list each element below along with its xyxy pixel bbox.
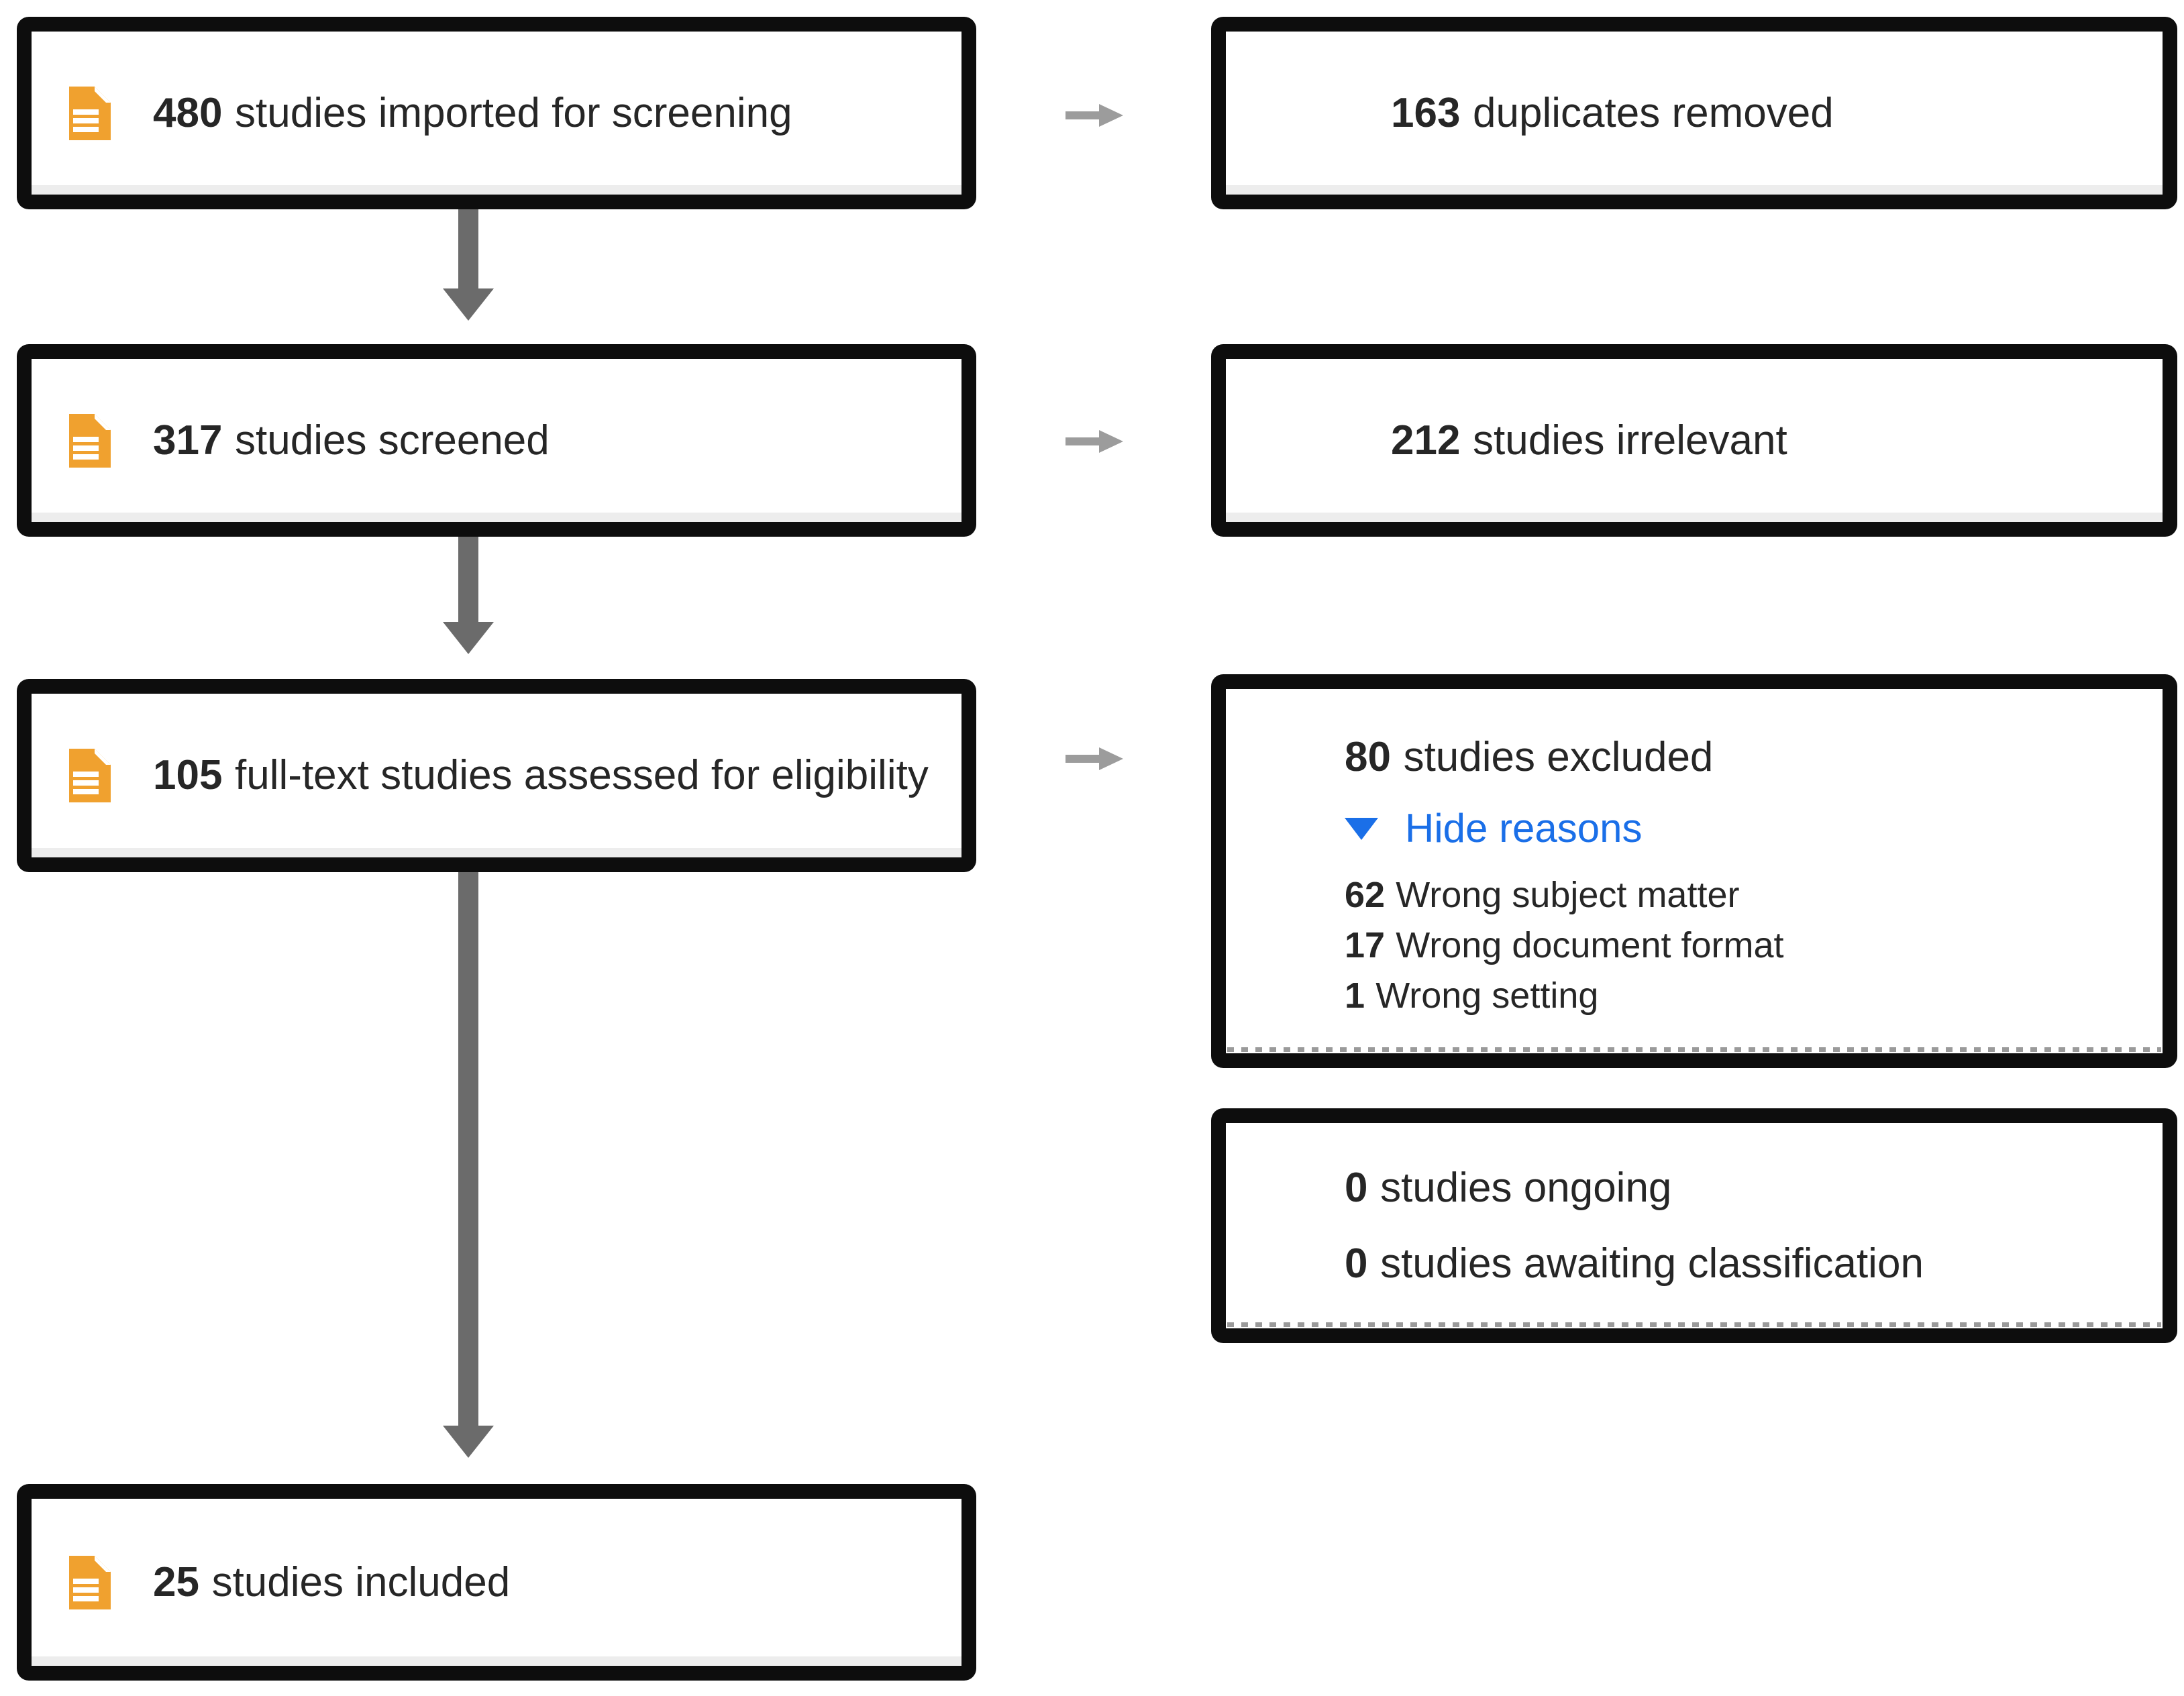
collapse-triangle-icon <box>1345 817 1378 840</box>
imported-studies-box: 480 studies imported for screening <box>17 17 976 209</box>
reason-count: 62 <box>1345 875 1386 915</box>
reason-text: Wrong setting <box>1375 975 1599 1016</box>
box-label: 25 studies included <box>153 1558 510 1606</box>
status-line: 0 studies ongoing <box>1345 1164 2163 1212</box>
study-count: 105 <box>153 752 223 799</box>
down-arrow-head <box>443 622 494 654</box>
right-arrow <box>1065 428 1123 455</box>
down-arrow-head <box>443 288 494 321</box>
down-arrow-stem <box>458 209 478 288</box>
study-count: 212 <box>1391 417 1461 464</box>
study-status-box: 0 studies ongoing 0 studies awaiting class… <box>1211 1108 2177 1343</box>
study-count: 480 <box>153 89 223 136</box>
down-arrow-head <box>443 1426 494 1458</box>
reason-count: 1 <box>1345 975 1365 1016</box>
reason-text: Wrong document format <box>1396 925 1784 965</box>
down-arrow <box>443 209 494 321</box>
label-text: studies awaiting classification <box>1380 1240 1924 1287</box>
down-arrow-stem <box>458 537 478 622</box>
box-label: 163 duplicates removed <box>1391 89 1834 137</box>
document-icon <box>64 749 111 802</box>
down-arrow-stem <box>458 872 478 1426</box>
screened-studies-box: 317 studies screened <box>17 344 976 537</box>
down-arrow <box>443 872 494 1458</box>
toggle-label: Hide reasons <box>1405 806 1643 851</box>
duplicates-removed-box: 163 duplicates removed <box>1211 17 2177 209</box>
label-text: studies irrelevant <box>1473 417 1787 464</box>
right-arrow <box>1065 102 1123 129</box>
label-text: studies ongoing <box>1380 1164 1672 1211</box>
box-label: 480 studies imported for screening <box>153 89 792 137</box>
reason-count: 17 <box>1345 925 1386 965</box>
study-count: 80 <box>1345 734 1391 780</box>
study-count: 317 <box>153 417 223 464</box>
box-label: 105 full-text studies assessed for eligib… <box>153 751 929 799</box>
fulltext-assessed-box: 105 full-text studies assessed for eligib… <box>17 679 976 872</box>
status-line: 0 studies awaiting classification <box>1345 1240 2163 1287</box>
right-arrow <box>1065 745 1123 772</box>
label-text: studies excluded <box>1403 734 1714 780</box>
document-icon <box>64 413 111 468</box>
document-icon <box>64 86 111 140</box>
box-label: 317 studies screened <box>153 417 550 464</box>
study-count: 0 <box>1345 1240 1368 1287</box>
box-label: 212 studies irrelevant <box>1391 417 1787 464</box>
reason-text: Wrong subject matter <box>1396 875 1740 915</box>
study-count: 163 <box>1391 89 1461 136</box>
document-icon <box>64 1555 111 1609</box>
irrelevant-studies-box: 212 studies irrelevant <box>1211 344 2177 537</box>
hide-reasons-toggle[interactable]: Hide reasons <box>1345 804 1643 853</box>
label-text: duplicates removed <box>1473 89 1834 136</box>
down-arrow <box>443 537 494 654</box>
label-text: studies included <box>211 1558 511 1605</box>
box-label: 80 studies excluded <box>1345 733 2163 782</box>
label-text: full-text studies assessed for eligibili… <box>235 752 929 799</box>
label-text: studies screened <box>235 417 550 464</box>
study-count: 25 <box>153 1558 199 1605</box>
study-count: 0 <box>1345 1164 1368 1211</box>
label-text: studies imported for screening <box>235 89 792 136</box>
included-studies-box: 25 studies included <box>17 1484 976 1681</box>
